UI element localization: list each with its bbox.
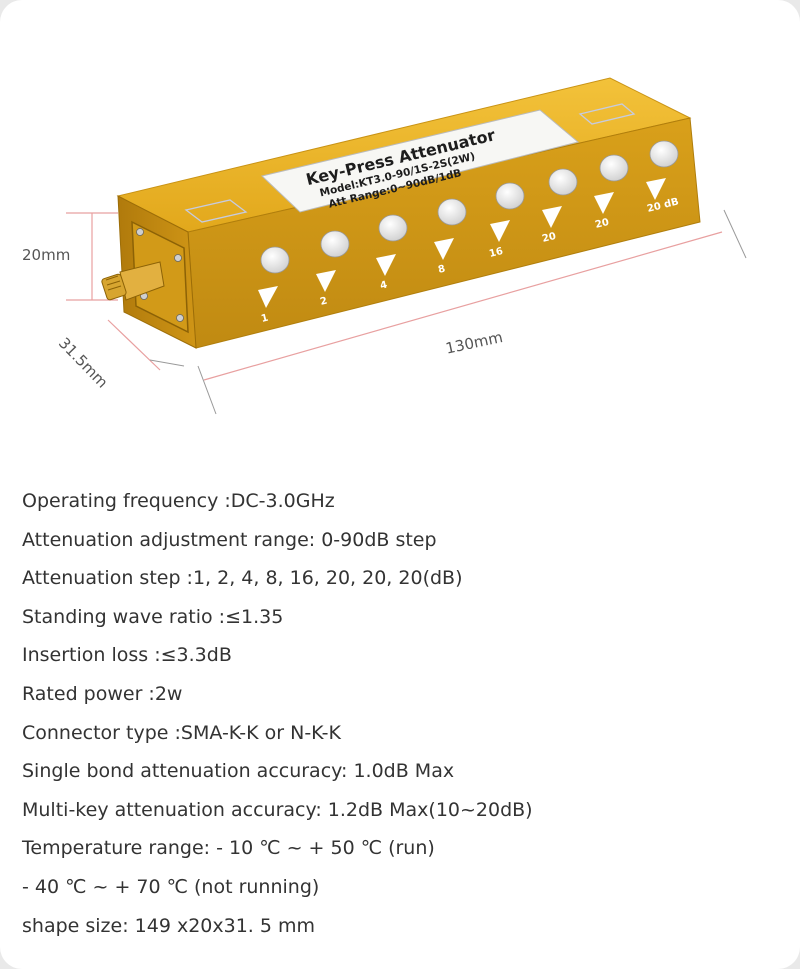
spec-item: Operating frequency :DC-3.0GHz	[22, 490, 335, 512]
spec-list: Operating frequency :DC-3.0GHz Attenuati…	[22, 486, 782, 949]
triangle-marker-icon	[594, 192, 614, 214]
spec-item: Rated power :2w	[22, 682, 183, 705]
key-mark: 16	[488, 246, 504, 260]
key-mark: 8	[437, 264, 446, 276]
key-button[interactable]	[320, 230, 350, 258]
key-markers	[258, 178, 666, 308]
key-button[interactable]	[437, 198, 467, 226]
spec-item: Single bond attenuation accuracy: 1.0dB …	[22, 760, 455, 783]
triangle-marker-icon	[376, 254, 396, 276]
attenuator-illustration: Key-Press Attenuator Model:KT3.0-90/1S-2…	[66, 77, 747, 415]
key-buttons	[260, 140, 679, 274]
key-button[interactable]	[649, 140, 679, 168]
triangle-marker-icon	[316, 270, 336, 292]
height-dimension-label: 20mm	[22, 246, 71, 264]
triangle-marker-icon	[434, 238, 454, 260]
screw-icon	[136, 228, 144, 236]
triangle-marker-icon	[542, 206, 562, 228]
key-button[interactable]	[378, 214, 408, 242]
triangle-marker-icon	[646, 178, 666, 200]
spec-item: Attenuation adjustment range: 0-90dB ste…	[22, 528, 437, 551]
spec-item: - 40 ℃ ~ + 70 ℃ (not running)	[22, 875, 320, 898]
spec-item: Standing wave ratio :≤1.35	[22, 605, 284, 628]
logo-icon	[184, 103, 636, 223]
screw-icon	[174, 254, 182, 262]
spec-item: Insertion loss :≤3.3dB	[22, 644, 232, 667]
key-button[interactable]	[260, 246, 290, 274]
key-mark: 20	[594, 217, 610, 231]
sma-connector-icon	[101, 261, 165, 301]
spec-item: Connector type :SMA-K-K or N-K-K	[22, 721, 341, 744]
key-mark: 1	[260, 313, 269, 325]
product-figure: Key-Press Attenuator Model:KT3.0-90/1S-2…	[0, 0, 800, 470]
dimension-lines	[66, 212, 723, 381]
triangle-marker-icon	[258, 286, 278, 308]
key-button[interactable]	[599, 154, 629, 182]
triangle-marker-icon	[490, 220, 510, 242]
spec-item: Multi-key attenuation accuracy: 1.2dB Ma…	[22, 798, 533, 821]
key-button[interactable]	[495, 182, 525, 210]
screw-icon	[176, 314, 184, 322]
key-button[interactable]	[548, 168, 578, 196]
key-mark: 20	[541, 231, 557, 245]
spec-item: Temperature range: - 10 ℃ ~ + 50 ℃ (run)	[22, 837, 435, 860]
key-mark: 4	[379, 280, 388, 292]
spec-item: Attenuation step :1, 2, 4, 8, 16, 20, 20…	[22, 567, 463, 590]
key-mark: 2	[319, 296, 328, 308]
spec-item: shape size: 149 x20x31. 5 mm	[22, 914, 316, 937]
